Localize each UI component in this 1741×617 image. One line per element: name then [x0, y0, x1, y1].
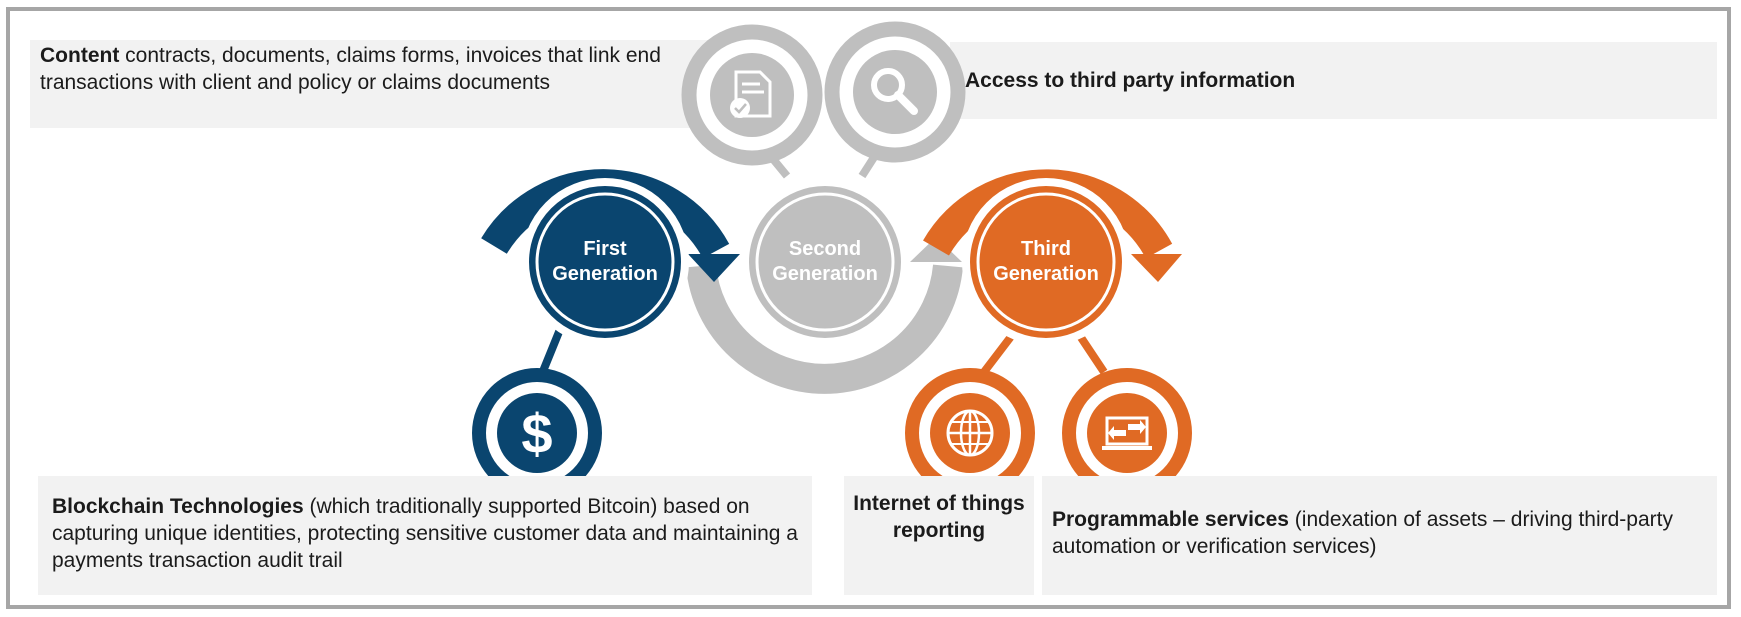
programmable-box: Programmable services (indexation of ass…	[1042, 476, 1717, 595]
content-text: contracts, documents, claims forms, invo…	[40, 44, 661, 94]
third-generation-arrowhead	[1131, 254, 1182, 282]
blockchain-text: (which traditionally supported Bitcoin) …	[52, 495, 798, 572]
document-check-icon	[681, 24, 823, 166]
diagram-frame	[6, 7, 1731, 609]
dollar-icon: $	[472, 368, 602, 476]
third-generation-line2: Generation	[993, 263, 1099, 285]
first-generation-line1: First	[583, 238, 627, 260]
first-generation-node	[521, 178, 689, 346]
iot-box: Internet of things reporting	[844, 476, 1034, 595]
third-generation-node	[962, 178, 1130, 346]
laptop-exchange-icon	[1062, 368, 1192, 476]
second-generation-line1: Second	[788, 238, 862, 260]
third-generation-line1: Third	[1021, 238, 1071, 260]
blockchain-box: Blockchain Technologies (which tradition…	[38, 476, 812, 595]
second-generation-line2: Generation	[772, 263, 878, 285]
access-text: Access to third party information	[965, 69, 1296, 92]
iot-text: Internet of things reporting	[853, 492, 1025, 542]
first-generation-label: First Generation	[530, 237, 680, 287]
blockchain-title: Blockchain Technologies	[52, 495, 304, 518]
first-generation-arrowhead	[688, 254, 740, 282]
dollar-glyph: $	[521, 402, 552, 465]
second-generation-arc	[686, 264, 963, 394]
magnifier-icon	[824, 21, 966, 163]
second-generation-arrowhead	[910, 237, 962, 262]
second-generation-label: Second Generation	[750, 237, 900, 287]
programmable-title: Programmable services	[1052, 508, 1289, 531]
second-generation-node	[741, 178, 909, 346]
third-generation-label: Third Generation	[971, 237, 1121, 287]
access-box: Access to third party information	[950, 42, 1717, 119]
programmable-text: (indexation of assets – driving third-pa…	[1052, 508, 1673, 558]
content-title: Content	[40, 44, 120, 67]
first-generation-line2: Generation	[552, 263, 658, 285]
globe-icon	[905, 368, 1035, 476]
content-box: Content contracts, documents, claims for…	[30, 40, 735, 128]
